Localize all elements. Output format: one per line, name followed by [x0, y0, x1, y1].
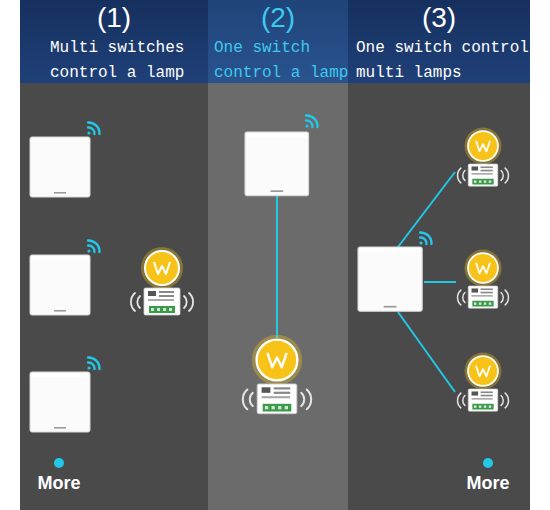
link-line — [276, 196, 278, 338]
more-label: More — [29, 472, 89, 494]
receiver-module — [243, 384, 311, 414]
wall-switch — [245, 132, 309, 196]
column-title: Multi switches control a lamp — [50, 36, 206, 86]
wifi-icon — [87, 122, 99, 134]
wall-switch — [30, 137, 90, 197]
more-dot — [54, 458, 64, 468]
more-dot — [483, 458, 493, 468]
receiver-module — [458, 389, 509, 411]
lamp-icon — [465, 128, 502, 165]
lamp-icon — [465, 353, 502, 390]
column-title: One switch control multi lamps — [356, 36, 532, 86]
column-title: One switch control a lamp — [214, 36, 351, 86]
wifi-icon — [87, 240, 99, 252]
lamp-icon — [141, 247, 183, 289]
lamp-icon — [252, 335, 302, 385]
wall-switch — [30, 372, 90, 432]
receiver-module — [458, 164, 509, 186]
receiver-module — [458, 286, 509, 308]
receiver-module — [131, 288, 193, 315]
lamp-icon — [465, 250, 502, 287]
wifi-icon — [87, 357, 99, 369]
column-number: (1) — [20, 0, 208, 36]
wall-switch — [30, 255, 90, 315]
wifi-icon — [419, 232, 431, 244]
column-number: (2) — [208, 0, 348, 36]
wifi-icon — [305, 115, 317, 127]
wall-switch — [358, 247, 422, 311]
column-number: (3) — [348, 0, 530, 36]
more-label: More — [458, 472, 518, 494]
